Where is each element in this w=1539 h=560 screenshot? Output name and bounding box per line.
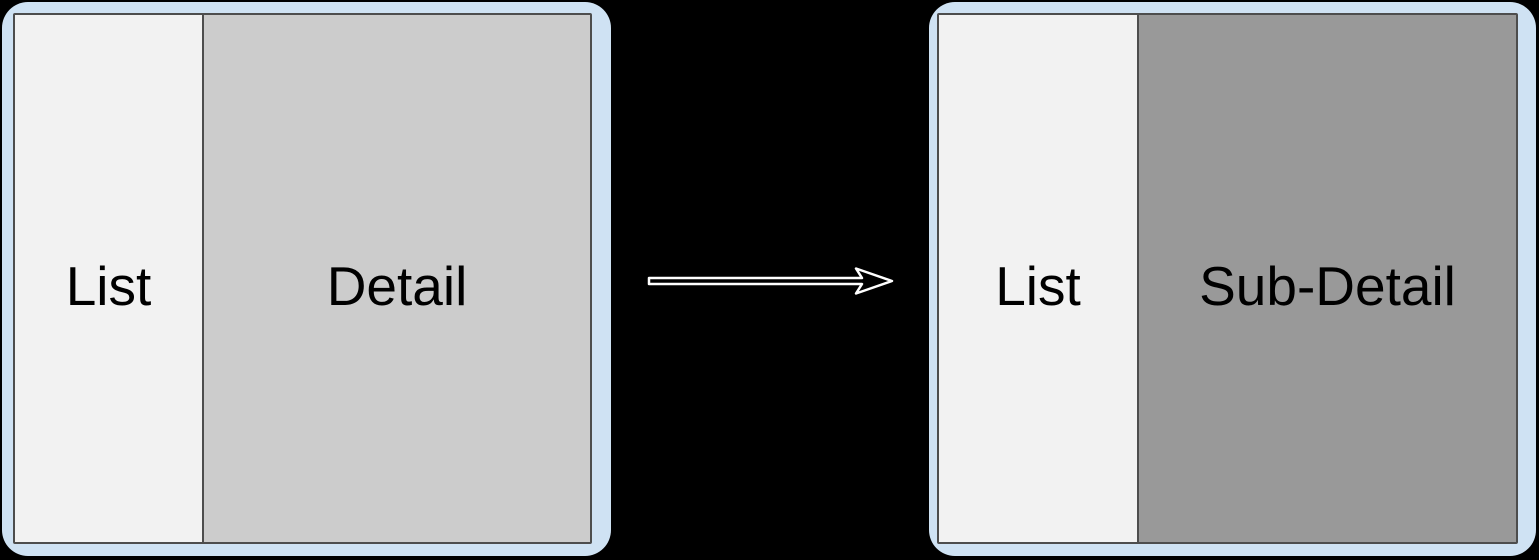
- right-arrow-icon: [647, 267, 894, 295]
- after-list-pane: List: [939, 15, 1139, 542]
- after-subdetail-pane-label: Sub-Detail: [1199, 254, 1456, 317]
- after-list-pane-label: List: [995, 254, 1081, 317]
- before-list-pane-label: List: [65, 254, 152, 317]
- before-detail-pane: Detail: [204, 15, 590, 542]
- after-screen-content: List Sub-Detail: [937, 13, 1518, 544]
- before-screen-content: List Detail: [13, 13, 592, 544]
- before-list-pane: List: [15, 15, 204, 542]
- before-screen-frame: List Detail: [2, 2, 611, 556]
- before-detail-pane-label: Detail: [326, 254, 468, 317]
- after-screen-frame: List Sub-Detail: [929, 2, 1536, 556]
- after-subdetail-pane: Sub-Detail: [1139, 15, 1516, 542]
